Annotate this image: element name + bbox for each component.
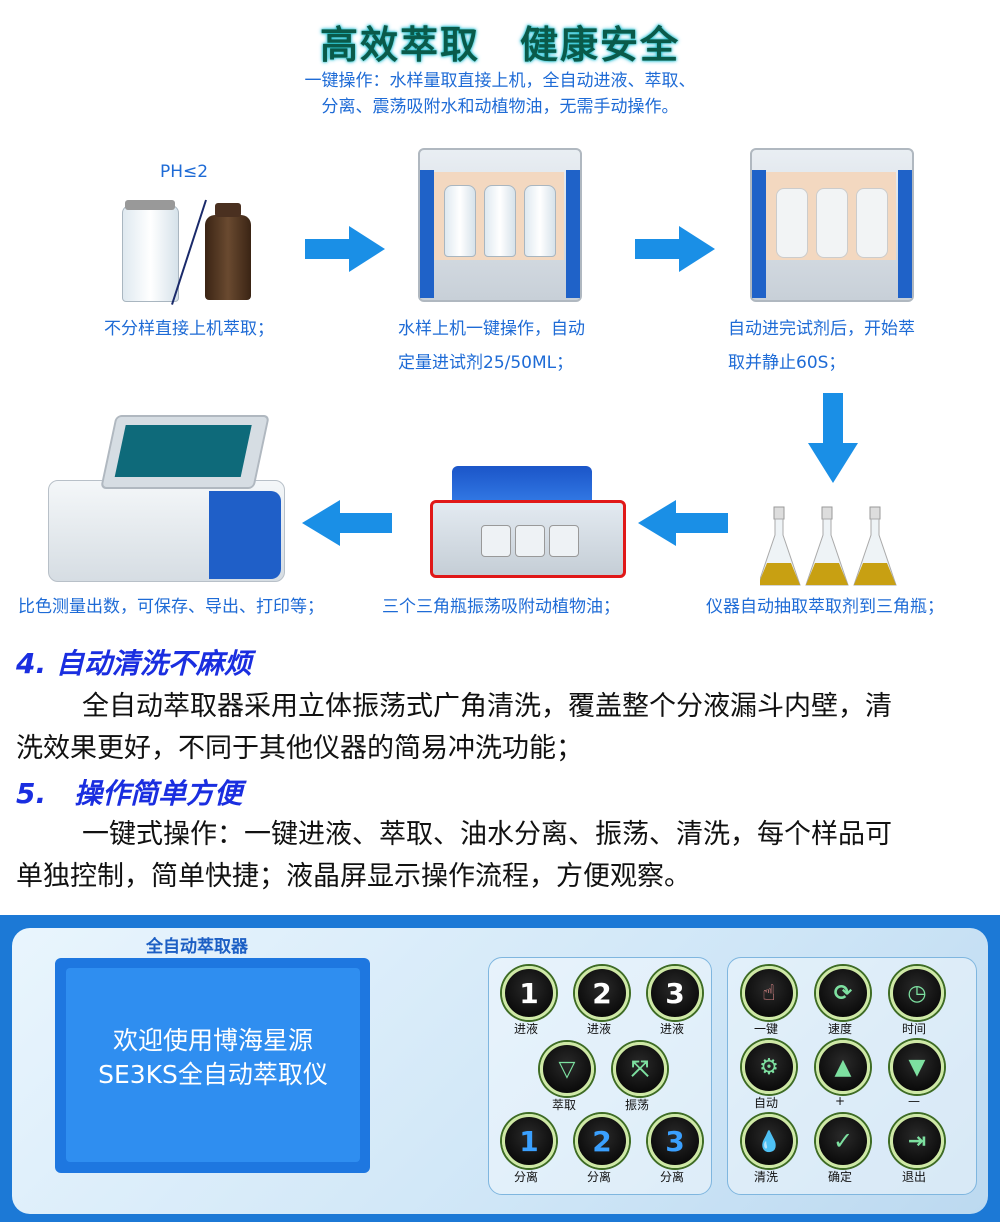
time-button[interactable]: ◷ 时间 xyxy=(890,966,949,1037)
auto-button[interactable]: ⚙ 自动 xyxy=(742,1040,801,1111)
lcd-screen: 欢迎使用博海星源 SE3KS全自动萃取仪 xyxy=(66,968,360,1162)
feed-1-button[interactable]: 1 进液 xyxy=(502,966,561,1037)
section4-line2: 洗效果更好，不同于其他仪器的简易冲洗功能； xyxy=(16,733,583,764)
droplet-icon: 💧 xyxy=(742,1114,796,1168)
triangle-up-icon: ▲ xyxy=(816,1040,870,1094)
check-icon: ✓ xyxy=(816,1114,870,1168)
step3-caption-line1: 自动进完试剂后，开始萃 xyxy=(728,319,915,339)
arrow-left-icon xyxy=(302,500,392,546)
extract-button[interactable]: ▽ 萃取 xyxy=(540,1042,599,1113)
sample-bottle-amber xyxy=(205,215,251,300)
shaker-highlight-box xyxy=(430,500,626,578)
amber-bottle-cap xyxy=(215,203,241,217)
extractor-machine-1 xyxy=(418,148,582,302)
step6-caption: 比色测量出数，可保存、导出、打印等； xyxy=(18,597,324,617)
feed-3-button[interactable]: 3 进液 xyxy=(648,966,707,1037)
photometer-body xyxy=(48,480,285,582)
shake-icon: ⤧ xyxy=(613,1042,667,1096)
confirm-button[interactable]: ✓ 确定 xyxy=(816,1114,875,1185)
one-key-button[interactable]: ☝ 一键 xyxy=(742,966,801,1037)
speed-button[interactable]: ⟳ 速度 xyxy=(816,966,875,1037)
exit-icon: ⇥ xyxy=(890,1114,944,1168)
sample-bottle-clear xyxy=(122,205,179,302)
arrow-left-icon xyxy=(638,500,728,546)
subtitle-line-1: 一键操作：水样量取直接上机，全自动进液、萃取、 xyxy=(304,71,696,91)
separate-1-button[interactable]: 1 分离 xyxy=(502,1114,561,1185)
feed-2-button[interactable]: 2 进液 xyxy=(575,966,634,1037)
wash-button[interactable]: 💧 清洗 xyxy=(742,1114,801,1185)
plus-button[interactable]: ▲ + xyxy=(816,1040,875,1108)
section4-heading: 4. 自动清洗不麻烦 xyxy=(16,647,252,680)
section5-heading: 5. 操作简单方便 xyxy=(16,777,243,810)
section4-line1: 全自动萃取器采用立体振荡式广角清洗，覆盖整个分液漏斗内壁，清 xyxy=(82,691,892,722)
funnel-icon: ▽ xyxy=(540,1042,594,1096)
arrow-down-icon xyxy=(808,393,858,483)
arrow-right-icon xyxy=(305,226,385,272)
ph-label: PH≤2 xyxy=(160,162,209,182)
separate-3-button[interactable]: 3 分离 xyxy=(648,1114,707,1185)
separate-2-button[interactable]: 2 分离 xyxy=(575,1114,634,1185)
shake-button[interactable]: ⤧ 振荡 xyxy=(613,1042,672,1113)
step2-caption-line1: 水样上机一键操作，自动 xyxy=(398,319,585,339)
step3-caption-line2: 取并静止60S； xyxy=(728,353,846,373)
page-title: 高效萃取 健康安全 xyxy=(319,23,680,67)
gear-icon: ⚙ xyxy=(742,1040,796,1094)
section5-line2: 单独控制，简单快捷；液晶屏显示操作流程，方便观察。 xyxy=(16,861,691,892)
arrow-right-icon xyxy=(635,226,715,272)
exit-button[interactable]: ⇥ 退出 xyxy=(890,1114,949,1185)
step1-caption: 不分样直接上机萃取； xyxy=(104,319,274,339)
panel-title: 全自动萃取器 xyxy=(146,937,248,957)
screen-line-2: SE3KS全自动萃取仪 xyxy=(98,1060,328,1089)
triangle-down-icon: ▼ xyxy=(890,1040,944,1094)
section5-line1: 一键式操作：一键进液、萃取、油水分离、振荡、清洗，每个样品可 xyxy=(82,819,892,850)
step4-caption: 仪器自动抽取萃取剂到三角瓶； xyxy=(706,597,944,617)
photometer-screen-frame xyxy=(100,415,270,489)
step2-caption-line2: 定量进试剂25/50ML； xyxy=(398,353,574,373)
hand-icon: ☝ xyxy=(742,966,796,1020)
step5-caption: 三个三角瓶振荡吸附动植物油； xyxy=(382,597,620,617)
conical-flasks xyxy=(760,506,897,586)
screen-line-1: 欢迎使用博海星源 xyxy=(112,1026,313,1055)
clock-icon: ◷ xyxy=(890,966,944,1020)
extractor-machine-2 xyxy=(750,148,914,302)
refresh-icon: ⟳ xyxy=(816,966,870,1020)
bottle-cap xyxy=(125,200,175,210)
subtitle-line-2: 分离、震荡吸附水和动植物油，无需手动操作。 xyxy=(321,97,679,117)
minus-button[interactable]: ▼ — xyxy=(890,1040,949,1108)
